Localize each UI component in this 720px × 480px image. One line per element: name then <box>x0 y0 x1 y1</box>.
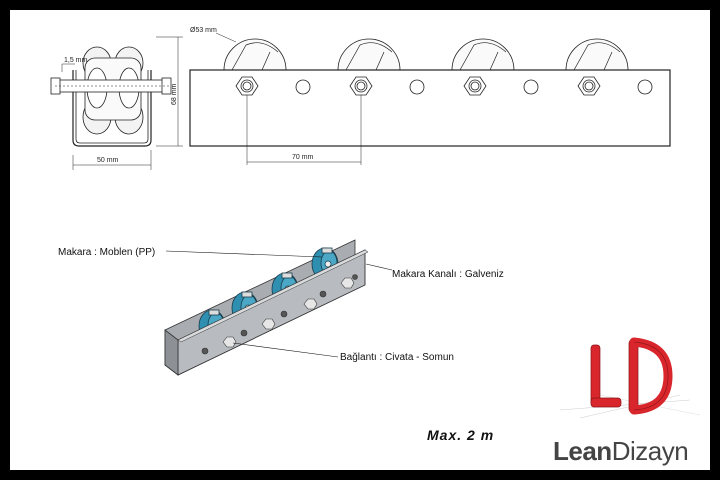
thickness-dimension: 1,5 mm <box>64 57 88 64</box>
brand-name: LeanDizayn <box>553 436 689 467</box>
fastener-callout: Bağlantı : Civata - Somun <box>340 352 454 363</box>
width-dimension: 50 mm <box>97 157 119 164</box>
front-view <box>189 32 671 165</box>
brand-name-part2: Dizayn <box>611 436 689 466</box>
max-length-label: Max. 2 m <box>427 427 495 443</box>
spacing-dimension: 70 mm <box>292 154 314 161</box>
brand-logo-mark <box>559 337 701 419</box>
diameter-dimension: Ø53 mm <box>190 27 217 34</box>
isometric-view <box>164 239 393 376</box>
technical-drawing: 1,5 mm 50 mm 68 mm <box>50 27 701 419</box>
side-view <box>50 36 183 170</box>
height-dimension: 68 mm <box>171 83 178 105</box>
roller-material-callout: Makara : Moblen (PP) <box>58 247 155 258</box>
drawing-sheet: 1,5 mm 50 mm 68 mm <box>10 10 710 470</box>
channel-material-callout: Makara Kanalı : Galveniz <box>392 269 504 280</box>
brand-name-part1: Lean <box>553 436 612 466</box>
